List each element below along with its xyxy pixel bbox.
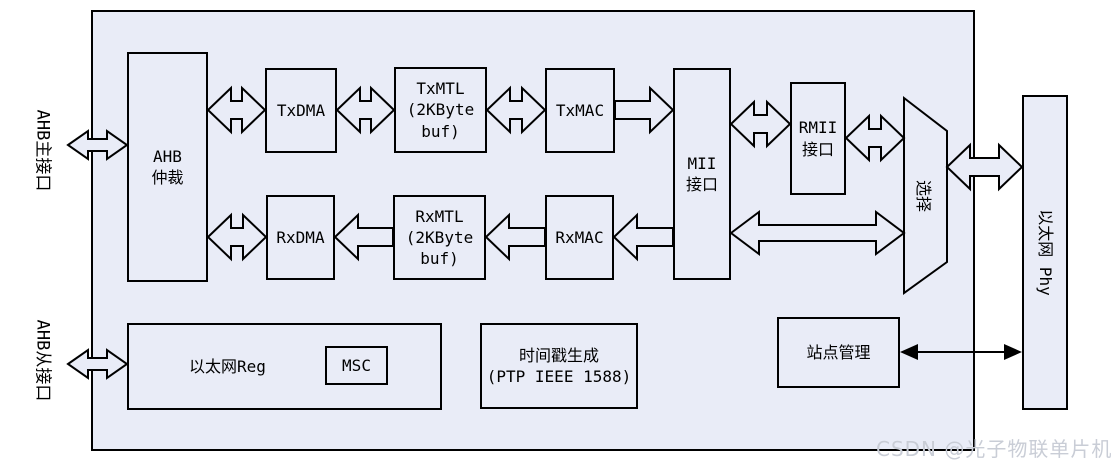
arrow-rxmtl-rxdma-icon [333, 212, 394, 262]
selector-label: 选择 [914, 179, 934, 212]
block-ethernet-registers: 以太网Reg [127, 323, 442, 410]
arrow-mii-rxmac-icon [612, 212, 674, 262]
arrow-arbiter-rxdma-icon [206, 212, 268, 262]
block-rxdma: RxDMA [266, 195, 335, 280]
arrow-arbiter-txdma-icon [206, 85, 267, 135]
arrow-rxmac-rxmtl-icon [484, 212, 546, 262]
arrow-txmac-mii-icon [614, 85, 675, 135]
block-station-management: 站点管理 [777, 317, 900, 388]
selector-mux-shape [903, 95, 948, 295]
block-msc: MSC [325, 346, 388, 385]
arrow-mii-rmii-icon [729, 99, 792, 149]
arrow-rmii-selector-icon [844, 113, 906, 163]
block-rxmtl: RxMTL (2KByte buf) [393, 195, 486, 280]
block-timestamp-generation: 时间戳生成 (PTP IEEE 1588) [480, 323, 638, 409]
arrow-ahb-master-icon [66, 129, 129, 161]
arrowhead-left-icon [900, 344, 918, 360]
arrow-txmtl-txmac-icon [485, 85, 547, 135]
block-ethernet-phy: 以太网 Phy [1022, 95, 1068, 410]
block-txdma: TxDMA [265, 68, 337, 153]
arrow-selector-phy-icon [945, 142, 1024, 192]
block-ahb-arbiter: AHB 仲裁 [127, 52, 208, 282]
block-selector: 选择 [904, 98, 947, 293]
block-rxmac: RxMAC [545, 195, 614, 280]
block-mii-interface: MII 接口 [673, 68, 731, 280]
arrow-txdma-txmtl-icon [335, 85, 396, 135]
arrow-ahb-slave-icon [66, 348, 129, 380]
csdn-watermark: CSDN @光子物联单片机 [876, 437, 1113, 461]
arrow-mii-selector-icon [729, 210, 906, 256]
block-rmii-interface: RMII 接口 [790, 82, 846, 195]
block-txmtl: TxMTL (2KByte buf) [394, 67, 487, 153]
block-txmac: TxMAC [545, 68, 615, 153]
arrowhead-right-icon [1004, 344, 1022, 360]
ethernet-registers-label: 以太网Reg [189, 356, 266, 376]
